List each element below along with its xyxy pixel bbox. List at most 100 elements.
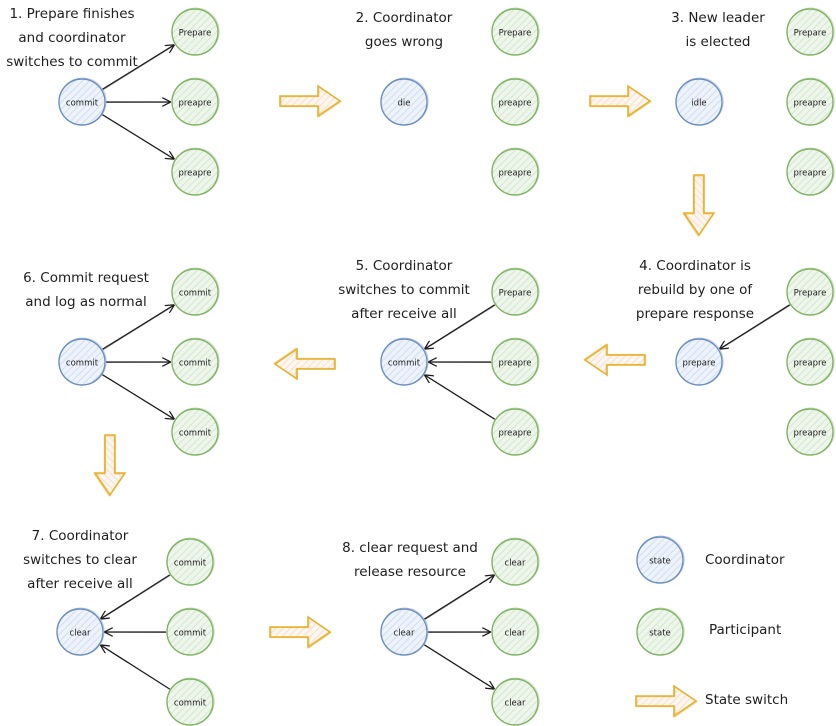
sketch-stroke: [103, 375, 175, 420]
sketch-outline: [636, 535, 685, 584]
state-switch-arrow-4-to-5: [583, 343, 646, 377]
state-switch-arrow-shape: [635, 684, 698, 718]
sketch-outline: [171, 147, 220, 196]
sketch-outline: [491, 607, 540, 656]
step-7-caption: 7. Coordinator switches to clear after rec…: [23, 524, 137, 596]
sketch-outline: [380, 77, 429, 126]
node-state-label: preapre: [793, 429, 826, 439]
step-2-participant-node-3: preapre: [491, 147, 540, 196]
step-5-participant-node-1: Prepare: [491, 267, 540, 316]
state-switch-arrow-1-to-2: [279, 84, 342, 118]
caption-line: 2. Coordinator: [355, 10, 453, 26]
sketch-outline: [675, 77, 724, 126]
sketch-outline: [786, 77, 835, 126]
state-switch-arrow-6-to-7: [93, 434, 127, 497]
node-state-label: clear: [505, 629, 526, 639]
sketch-outline: [166, 677, 215, 726]
sketch-outline: [491, 677, 540, 726]
state-switch-arrow-shape: [583, 343, 646, 377]
step-8-coordinator-node: clear: [380, 607, 429, 656]
step-5-message-arrow-1: [425, 304, 496, 349]
sketch-stroke: [425, 375, 496, 421]
sketch-outline: [590, 86, 652, 118]
state-switch-arrow-shape: [269, 615, 332, 649]
sketch-outline: [491, 147, 540, 196]
state-switch-arrow-7-to-8: [269, 615, 332, 649]
caption-line: 1. Prepare finishes: [9, 6, 135, 22]
caption-line: prepare response: [635, 306, 755, 322]
caption-line: and log as normal: [25, 294, 147, 310]
step-6-participant-node-3: commit: [171, 407, 220, 456]
step-5-coordinator-node: commit: [380, 337, 429, 386]
sketch-outline: [166, 537, 215, 586]
sketch-stroke: [103, 115, 175, 160]
node-state-label: commit: [174, 629, 207, 639]
sketch-outline: [786, 407, 835, 456]
sketch-stroke: [424, 645, 495, 690]
caption-line: 8. clear request and: [342, 540, 478, 556]
step-3-coordinator-node: idle: [675, 77, 724, 126]
sketch-outline: [491, 7, 540, 56]
step-2-participant-node-1: Prepare: [491, 7, 540, 56]
sketch-outline: [273, 347, 335, 379]
caption-line: goes wrong: [364, 34, 444, 50]
sketch-stroke: [424, 575, 495, 621]
sketch-outline: [786, 7, 835, 56]
node-state-label: preapre: [793, 99, 826, 109]
step-4-participant-node-1: Prepare: [786, 267, 835, 316]
sketch-outline: [171, 77, 220, 126]
node-state-label: commit: [179, 289, 212, 299]
caption-line: after receive all: [351, 306, 457, 322]
legend-state-switch-arrow: [635, 684, 698, 718]
node-state-label: commit: [388, 359, 421, 369]
state-switch-arrow-shape: [279, 84, 342, 118]
sketch-outline: [491, 337, 540, 386]
state-switch-arrow-5-to-6: [273, 347, 336, 381]
state-switch-arrow-shape: [93, 434, 127, 497]
node-state-label: state: [649, 629, 671, 639]
node-state-label: preapre: [498, 359, 531, 369]
sketch-outline: [280, 86, 342, 118]
step-1-coordinator-node: commit: [58, 77, 107, 126]
sketch-outline: [56, 607, 105, 656]
step-4-participant-node-3: preapre: [786, 407, 835, 456]
node-state-label: Prepare: [499, 29, 532, 39]
sketch-outline: [583, 343, 645, 375]
sketch-outline: [171, 407, 220, 456]
caption-line: after receive all: [27, 576, 133, 592]
sketch-outline: [786, 337, 835, 386]
sketch-outline: [491, 267, 540, 316]
node-state-label: idle: [691, 99, 706, 109]
sketch-outline: [675, 337, 724, 386]
caption-line: and coordinator: [18, 30, 126, 46]
step-1-participant-node-3: preapre: [171, 147, 220, 196]
node-state-label: commit: [179, 359, 212, 369]
step-7-coordinator-node: clear: [56, 607, 105, 656]
caption-line: is elected: [685, 34, 751, 50]
caption-line: 7. Coordinator: [31, 528, 129, 544]
sketch-stroke: [103, 45, 175, 91]
nodes-layer: commitPreparepreaprepreaprediePreparepre…: [56, 7, 835, 726]
step-4-participant-node-2: preapre: [786, 337, 835, 386]
sketch-stroke: [101, 575, 171, 620]
caption-line: switches to clear: [23, 552, 137, 568]
sketch-outline: [171, 7, 220, 56]
step-8-message-arrow-1: [423, 575, 494, 620]
legend-coordinator-node: state: [636, 535, 685, 584]
step-6-participant-node-2: commit: [171, 337, 220, 386]
node-state-label: Prepare: [794, 289, 827, 299]
caption-line: rebuild by one of: [637, 282, 753, 298]
caption-line: 5. Coordinator: [355, 258, 453, 274]
sketch-outline: [166, 607, 215, 656]
node-state-label: Prepare: [179, 29, 212, 39]
sketch-stroke: [720, 305, 791, 350]
step-6-participant-node-1: commit: [171, 267, 220, 316]
